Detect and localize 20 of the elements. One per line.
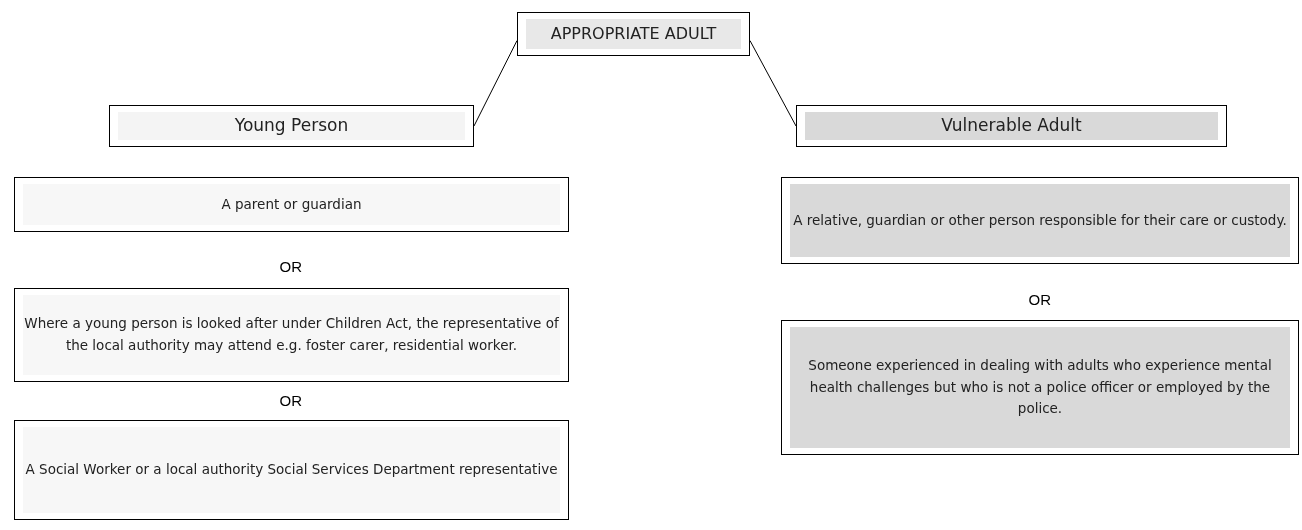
node-text: APPROPRIATE ADULT [526, 19, 741, 49]
category-box [109, 105, 474, 147]
connector-line [749, 40, 797, 127]
option-box [781, 177, 1299, 264]
or-label: OR [279, 258, 302, 275]
connector-line [473, 40, 518, 127]
option-box [14, 288, 569, 382]
or-label: OR [279, 392, 302, 409]
node-text: Where a young person is looked after under Children Act, the representative of the local authority may attend e.g. foster carer, residential worker. [23, 295, 560, 375]
option-box [14, 177, 569, 232]
node-text: A Social Worker or a local authority Social Services Department representative [23, 427, 560, 513]
heading-box [517, 12, 750, 56]
node-text: A parent or guardian [23, 184, 560, 225]
category-box [796, 105, 1227, 147]
node-text: A relative, guardian or other person responsible for their care or custody. [790, 184, 1290, 257]
node-text: Someone experienced in dealing with adults who experience mental health challenges but who is not a police officer or employed by the police. [790, 327, 1290, 448]
option-box [14, 420, 569, 520]
node-text: Vulnerable Adult [805, 112, 1218, 140]
or-label: OR [1028, 291, 1051, 308]
node-text: Young Person [118, 112, 465, 140]
